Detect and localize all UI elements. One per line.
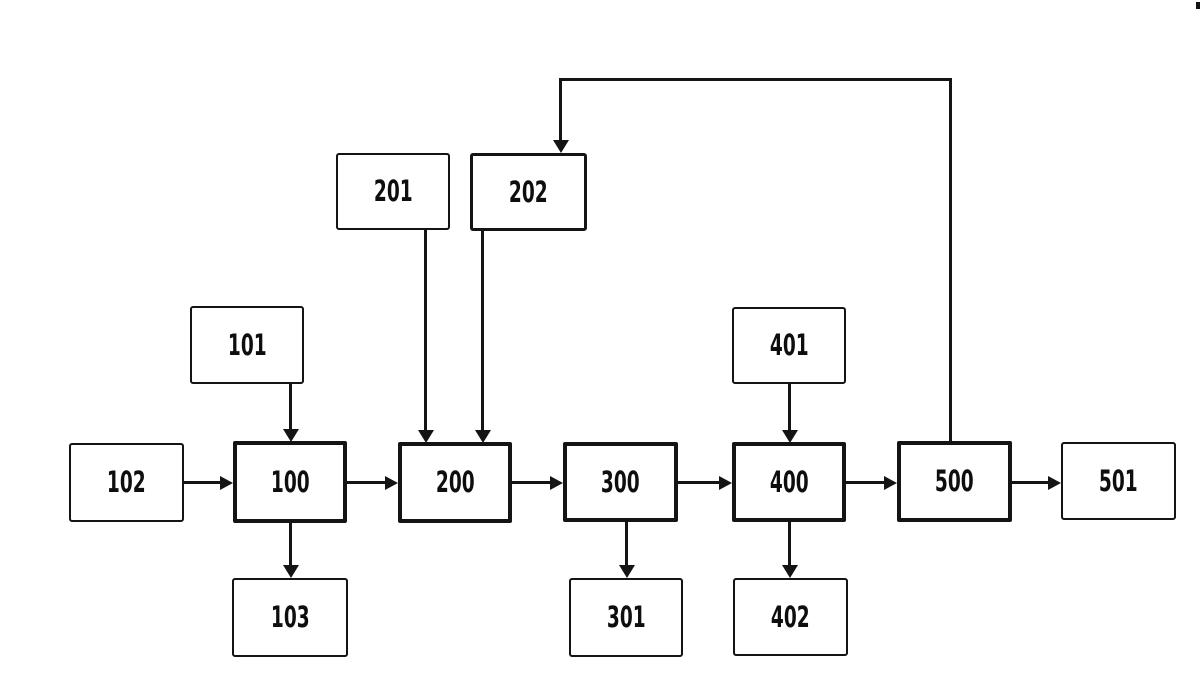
edge-300-301-arrowhead — [619, 565, 635, 578]
node-201: 201 — [336, 153, 450, 230]
node-301: 301 — [569, 578, 683, 657]
edge-100-103-arrowhead — [283, 565, 299, 578]
node-201-label: 201 — [373, 174, 413, 208]
edge-300-400-arrowhead — [719, 476, 732, 490]
feedback-line-top-horizontal — [559, 78, 952, 81]
node-200: 200 — [398, 442, 512, 523]
edge-300-301-line — [625, 522, 628, 565]
node-102-label: 102 — [107, 465, 146, 499]
scan-artifact-dot — [1196, 2, 1200, 9]
edge-500-501-arrowhead — [1048, 476, 1061, 490]
node-102: 102 — [69, 443, 184, 522]
edge-202-200-arrowhead — [475, 430, 491, 443]
node-101: 101 — [190, 306, 304, 384]
node-401-label: 401 — [769, 328, 809, 362]
node-100: 100 — [233, 441, 347, 523]
feedback-line-left-vertical — [559, 78, 562, 140]
node-202: 202 — [470, 153, 587, 231]
edge-200-300-arrowhead — [550, 476, 563, 490]
node-401: 401 — [732, 307, 846, 384]
node-501: 501 — [1061, 442, 1176, 520]
feedback-line-right-vertical — [949, 78, 952, 443]
node-402: 402 — [733, 578, 848, 656]
node-501-label: 501 — [1099, 463, 1138, 498]
edge-401-400-line — [788, 384, 791, 430]
node-301-label: 301 — [606, 600, 646, 634]
edge-100-103-line — [289, 523, 292, 565]
node-103-label: 103 — [270, 600, 310, 634]
edge-200-300-line — [512, 481, 550, 484]
node-300-label: 300 — [601, 464, 640, 499]
edge-100-200-line — [347, 481, 385, 484]
node-500-label: 500 — [935, 464, 974, 498]
node-202-label: 202 — [509, 174, 548, 209]
edge-500-501-line — [1012, 481, 1048, 484]
edge-400-402-line — [788, 521, 791, 565]
node-103: 103 — [232, 578, 348, 657]
edge-202-200-line — [481, 231, 484, 430]
edge-401-400-arrowhead — [782, 430, 798, 443]
edge-100-200-arrowhead — [385, 476, 398, 490]
edge-201-200-line — [424, 230, 427, 430]
edge-300-400-line — [678, 481, 719, 484]
node-400-label: 400 — [769, 464, 809, 499]
edge-102-100-arrowhead — [220, 476, 233, 490]
edge-201-200-arrowhead — [418, 430, 434, 443]
node-200-label: 200 — [435, 465, 475, 499]
feedback-arrowhead-into-202 — [553, 140, 569, 153]
node-300: 300 — [563, 442, 678, 522]
node-101-label: 101 — [227, 327, 267, 362]
node-400: 400 — [732, 442, 846, 522]
edge-400-500-line — [846, 481, 884, 484]
node-402-label: 402 — [771, 599, 810, 634]
node-500: 500 — [897, 441, 1012, 522]
edge-400-402-arrowhead — [782, 565, 798, 578]
edge-400-500-arrowhead — [884, 476, 897, 490]
node-100-label: 100 — [270, 464, 310, 499]
edge-101-100-line — [289, 384, 292, 429]
edge-102-100-line — [184, 481, 220, 484]
edge-101-100-arrowhead — [283, 429, 299, 442]
